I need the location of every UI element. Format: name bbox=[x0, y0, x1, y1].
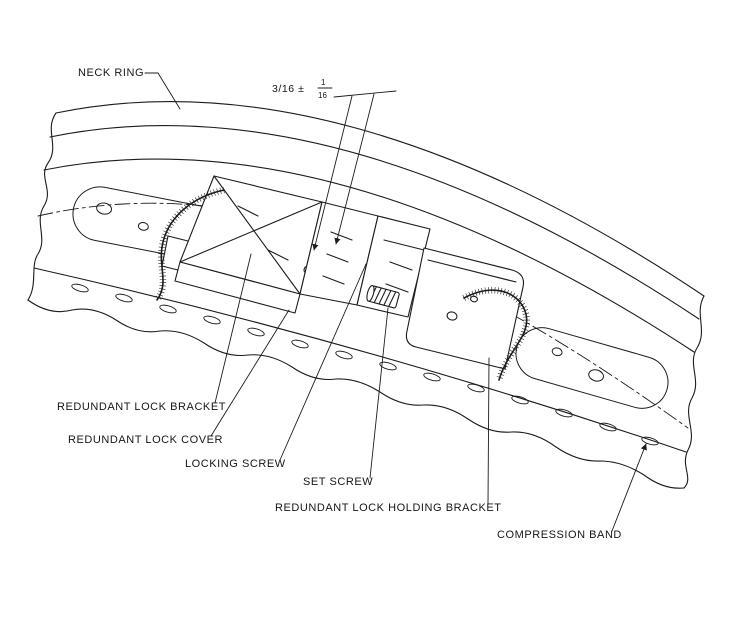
left-plate-hole-small bbox=[137, 222, 149, 231]
leader-set-screw bbox=[369, 307, 389, 479]
band-inner-edge bbox=[43, 158, 695, 353]
slot-oval bbox=[203, 315, 221, 325]
slot-oval bbox=[291, 339, 309, 349]
dimension-extension-line-1 bbox=[312, 95, 353, 251]
locking-screw-hatch bbox=[385, 261, 413, 293]
leader-redundant-lock-cover bbox=[210, 309, 290, 437]
set-screw-end bbox=[366, 285, 375, 302]
label-locking-screw: LOCKING SCREW bbox=[185, 458, 286, 470]
slot-oval bbox=[467, 383, 485, 393]
label-dimension-numerator: 1 bbox=[321, 78, 326, 87]
slot-oval bbox=[335, 350, 353, 360]
dimension-lines bbox=[312, 87, 397, 251]
holding-bracket-hole-1 bbox=[446, 311, 458, 321]
slot-oval bbox=[71, 283, 89, 293]
set-screw-shape bbox=[366, 285, 400, 309]
right-plate-hole-large bbox=[588, 369, 604, 382]
right-lockwire bbox=[462, 286, 530, 382]
leader-neck-ring bbox=[144, 72, 181, 110]
compression-band-slots bbox=[71, 283, 659, 446]
leader-holding-bracket bbox=[487, 357, 490, 505]
right-lockwire-core bbox=[463, 289, 528, 381]
slot-oval bbox=[555, 408, 573, 418]
cover-strip bbox=[174, 261, 301, 314]
holding-bracket-hole-2 bbox=[469, 295, 479, 303]
compression-band-scalloped-edge bbox=[27, 299, 685, 489]
slot-oval bbox=[641, 436, 659, 446]
leader-lines bbox=[144, 72, 647, 532]
label-redundant-lock-cover: REDUNDANT LOCK COVER bbox=[68, 434, 223, 446]
right-plate-hole-small bbox=[551, 347, 563, 357]
bracket-hatch bbox=[237, 205, 289, 261]
dimension-top-line bbox=[333, 90, 397, 98]
bracket-brace-diagonal-2 bbox=[179, 201, 323, 263]
slot-oval bbox=[159, 304, 177, 314]
compression-band-top-edge bbox=[33, 267, 687, 453]
locking-screw-edge bbox=[383, 239, 429, 252]
middle-plate-hatch bbox=[322, 231, 353, 285]
label-neck-ring: NECK RING bbox=[78, 67, 144, 79]
slot-oval bbox=[511, 395, 529, 405]
slot-oval bbox=[423, 372, 441, 382]
slot-oval bbox=[599, 422, 617, 432]
right-break-edge bbox=[683, 295, 705, 489]
label-set-screw: SET SCREW bbox=[303, 476, 373, 488]
left-plate-hole-large bbox=[96, 202, 113, 215]
leader-locking-screw bbox=[279, 263, 367, 461]
label-redundant-lock-bracket: REDUNDANT LOCK BRACKET bbox=[57, 401, 226, 413]
left-lockwire bbox=[154, 186, 225, 302]
lock-mechanism bbox=[154, 175, 530, 382]
label-redundant-lock-holding-bracket: REDUNDANT LOCK HOLDING BRACKET bbox=[275, 502, 502, 514]
compression-band-shape bbox=[27, 267, 687, 489]
left-lockwire-core bbox=[156, 189, 225, 301]
holding-bracket-shape bbox=[405, 247, 525, 370]
slot-oval bbox=[247, 327, 265, 337]
neck-ring-bottom-edge bbox=[49, 125, 700, 320]
slot-oval bbox=[115, 293, 133, 303]
break-edges bbox=[27, 112, 705, 489]
label-compression-band: COMPRESSION BAND bbox=[497, 529, 622, 541]
label-dimension-denominator: 16 bbox=[318, 91, 327, 100]
slot-oval bbox=[379, 361, 397, 371]
bracket-brace-diagonal-1 bbox=[213, 175, 301, 295]
labels: NECK RING 3/16 ± 1 16 REDUNDANT LOCK BRA… bbox=[57, 67, 622, 541]
dimension-extension-line-2 bbox=[334, 93, 375, 245]
label-dimension: 3/16 ± bbox=[272, 83, 304, 95]
left-break-edge bbox=[27, 112, 57, 301]
holding-bracket-top-edge bbox=[427, 259, 517, 283]
leader-compression-band bbox=[611, 443, 647, 532]
holding-bracket-outline bbox=[405, 247, 525, 370]
leader-redundant-lock-bracket bbox=[214, 253, 252, 404]
